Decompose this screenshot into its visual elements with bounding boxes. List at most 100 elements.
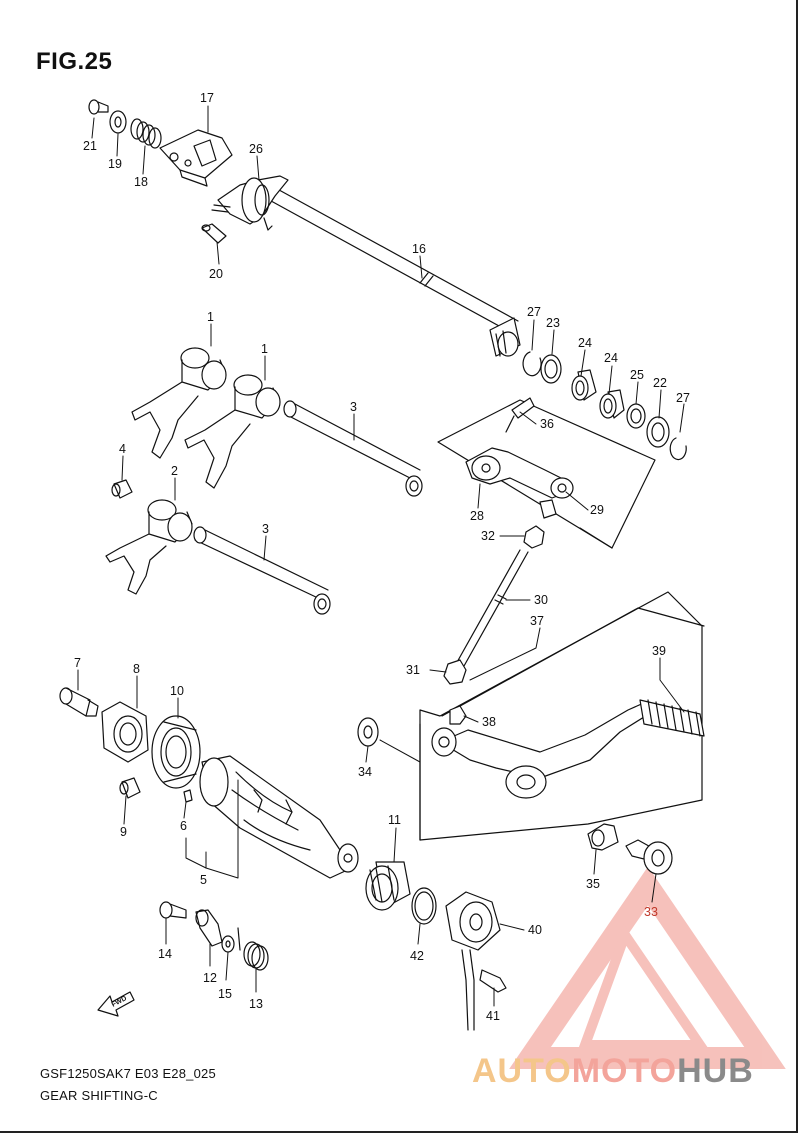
callout-10: 10 <box>170 684 184 698</box>
part-34-washer <box>357 717 379 747</box>
part-10-bearing <box>151 715 201 789</box>
callout-labels: 21 19 18 17 26 20 16 27 23 24 24 25 22 2… <box>74 91 690 1023</box>
part-2-shift-fork <box>105 499 193 595</box>
part-41-screw <box>479 969 507 993</box>
part-6-pin <box>183 789 193 803</box>
part-20-pin <box>201 223 227 244</box>
callout-3-a: 3 <box>350 400 357 414</box>
callout-1-b: 1 <box>261 342 268 356</box>
part-32-nut <box>523 525 545 549</box>
part-40-gear-position-switch <box>445 891 501 1031</box>
part-39-shift-pedal <box>431 699 705 799</box>
watermark-logo <box>509 866 786 1069</box>
callout-14: 14 <box>158 947 172 961</box>
part-30-shift-rod <box>455 549 529 667</box>
leader-lines <box>77 105 685 1007</box>
callout-21: 21 <box>83 139 97 153</box>
part-7-bolt <box>59 687 99 717</box>
watermark-auto: AUTO <box>472 1052 572 1090</box>
part-25-washer <box>626 403 646 429</box>
callout-34: 34 <box>358 765 372 779</box>
callout-17: 17 <box>200 91 214 105</box>
callout-6: 6 <box>180 819 187 833</box>
fwd-arrow-icon <box>97 991 135 1017</box>
callout-11: 11 <box>388 813 401 827</box>
part-14-bolt <box>159 901 187 919</box>
callout-30: 30 <box>534 593 548 607</box>
part-22-oil-seal <box>646 416 670 448</box>
part-24-bearing <box>571 369 625 419</box>
diagram-caption: GEAR SHIFTING-C <box>40 1088 158 1103</box>
callout-18: 18 <box>134 175 148 189</box>
callout-8: 8 <box>133 662 140 676</box>
watermark-text: AUTOMOTOHUB <box>472 1052 754 1091</box>
callout-31: 31 <box>406 663 420 677</box>
callout-9: 9 <box>120 825 127 839</box>
callout-3-b: 3 <box>262 522 269 536</box>
part-3-fork-shaft-upper <box>283 400 423 497</box>
part-19-washer <box>109 110 127 134</box>
part-29-nut <box>539 499 557 519</box>
part-13-spring <box>237 927 269 971</box>
callout-7: 7 <box>74 656 81 670</box>
callout-27-b: 27 <box>676 391 690 405</box>
callout-39: 39 <box>652 644 666 658</box>
diagram-code: GSF1250SAK7 E03 E28_025 <box>40 1066 216 1081</box>
callout-16: 16 <box>412 242 426 256</box>
part-21-bolt <box>88 99 109 115</box>
callout-23: 23 <box>546 316 560 330</box>
part-23-washer <box>540 354 562 384</box>
callout-40: 40 <box>528 923 542 937</box>
callout-13: 13 <box>249 997 263 1011</box>
part-4-bolt <box>111 479 133 499</box>
part-38-nut <box>449 705 467 725</box>
part-28-link-arm <box>465 447 574 499</box>
callout-29: 29 <box>590 503 604 517</box>
callout-35: 35 <box>586 877 600 891</box>
callout-2: 2 <box>171 464 178 478</box>
watermark-hub: HUB <box>677 1052 754 1090</box>
callout-5: 5 <box>200 873 207 887</box>
part-1-shift-fork-a <box>131 347 227 459</box>
part-15-washer <box>221 935 235 953</box>
part-33-pivot-bolt <box>625 839 673 875</box>
part-27-circlip <box>522 351 542 377</box>
callout-41: 41 <box>486 1009 500 1023</box>
part-31-nut <box>443 659 467 685</box>
pedal-assembly-box <box>419 591 705 841</box>
callout-15: 15 <box>218 987 232 1001</box>
part-26-shift-arm <box>211 175 289 231</box>
part-42-o-ring <box>411 887 437 925</box>
watermark-moto: MOTO <box>571 1052 678 1090</box>
callout-12: 12 <box>203 971 217 985</box>
part-36-bolt <box>505 397 535 433</box>
callout-38: 38 <box>482 715 496 729</box>
figure-title: FIG.25 <box>36 48 113 75</box>
callout-28: 28 <box>470 509 484 523</box>
callout-1-a: 1 <box>207 310 214 324</box>
callout-24-a: 24 <box>578 336 592 350</box>
part-18-spring <box>130 118 162 149</box>
callout-42: 42 <box>410 949 424 963</box>
callout-37: 37 <box>530 614 544 628</box>
callout-26: 26 <box>249 142 263 156</box>
callout-33: 33 <box>644 905 658 919</box>
callout-20: 20 <box>209 267 223 281</box>
callout-19: 19 <box>108 157 122 171</box>
callout-24-b: 24 <box>604 351 618 365</box>
part-12-stopper-arm <box>195 909 223 947</box>
part-3-fork-shaft-lower <box>193 526 331 615</box>
part-8-stopper-plate <box>101 701 149 763</box>
callout-32: 32 <box>481 529 495 543</box>
callout-25: 25 <box>630 368 644 382</box>
callout-27-a: 27 <box>527 305 541 319</box>
callout-4: 4 <box>119 442 126 456</box>
part-16-shift-shaft <box>261 184 521 357</box>
part-27-circlip-outer <box>669 437 687 461</box>
part-1-shift-fork-b <box>184 374 281 489</box>
part-5-shift-drum <box>199 755 359 879</box>
part-35-bushing <box>587 823 619 851</box>
callout-22: 22 <box>653 376 667 390</box>
